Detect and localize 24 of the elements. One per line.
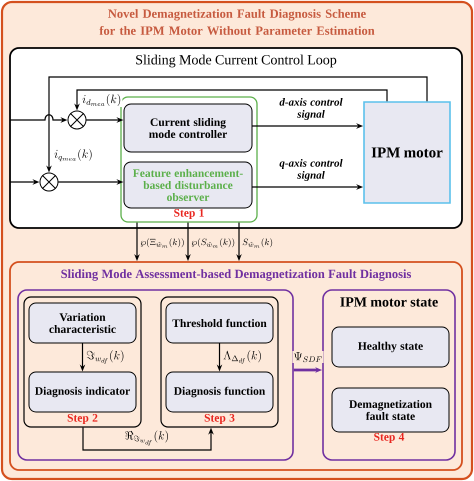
process-box: Feature enhancement-based disturbance observer bbox=[124, 162, 252, 208]
process-box: Variation characteristic bbox=[28, 302, 136, 344]
edge-label: $\Re_{\Im_{w_{df}}}(k)$ bbox=[124, 429, 170, 447]
process-box: Threshold function bbox=[166, 302, 274, 344]
edge-label: $S_{\hat{w}_m}(k)$ bbox=[241, 237, 274, 249]
edge-label: $\Psi_{SDF}$ bbox=[292, 351, 324, 363]
edge-label: $\wp(S_{\hat{w}_m}(k))$ bbox=[190, 237, 236, 249]
process-box: Diagnosis indicator bbox=[28, 372, 136, 412]
edge-label: q-axis control signal bbox=[270, 158, 352, 182]
motor-box: IPM motor bbox=[363, 101, 451, 204]
process-box: Diagnosis function bbox=[166, 372, 274, 412]
edge-label: $\Im_{w_{df}}(k)$ bbox=[85, 349, 126, 365]
edge-label: $i_{q_{mea}}(k)$ bbox=[53, 148, 94, 162]
process-box: Current sliding mode controller bbox=[124, 104, 252, 152]
title: Novel Demagnetization Fault Diagnosis Scheme for the IPM Motor Without Parameter Estimation bbox=[99, 9, 374, 35]
edge-label: d-axis control signal bbox=[270, 97, 352, 121]
state-box: Demagnetization fault state bbox=[332, 388, 450, 432]
state-box: Healthy state bbox=[332, 326, 450, 368]
edge-label: $\Lambda_{\Delta_{df}}(k)$ bbox=[222, 349, 264, 365]
group-box bbox=[17, 289, 294, 461]
edge-label: $i_{d_{mea}}(k)$ bbox=[81, 93, 122, 107]
summing-junction bbox=[68, 110, 86, 130]
summing-junction bbox=[40, 172, 58, 192]
edge-label: $\wp(\Xi_{\hat{w}_m}(k))$ bbox=[139, 237, 186, 249]
